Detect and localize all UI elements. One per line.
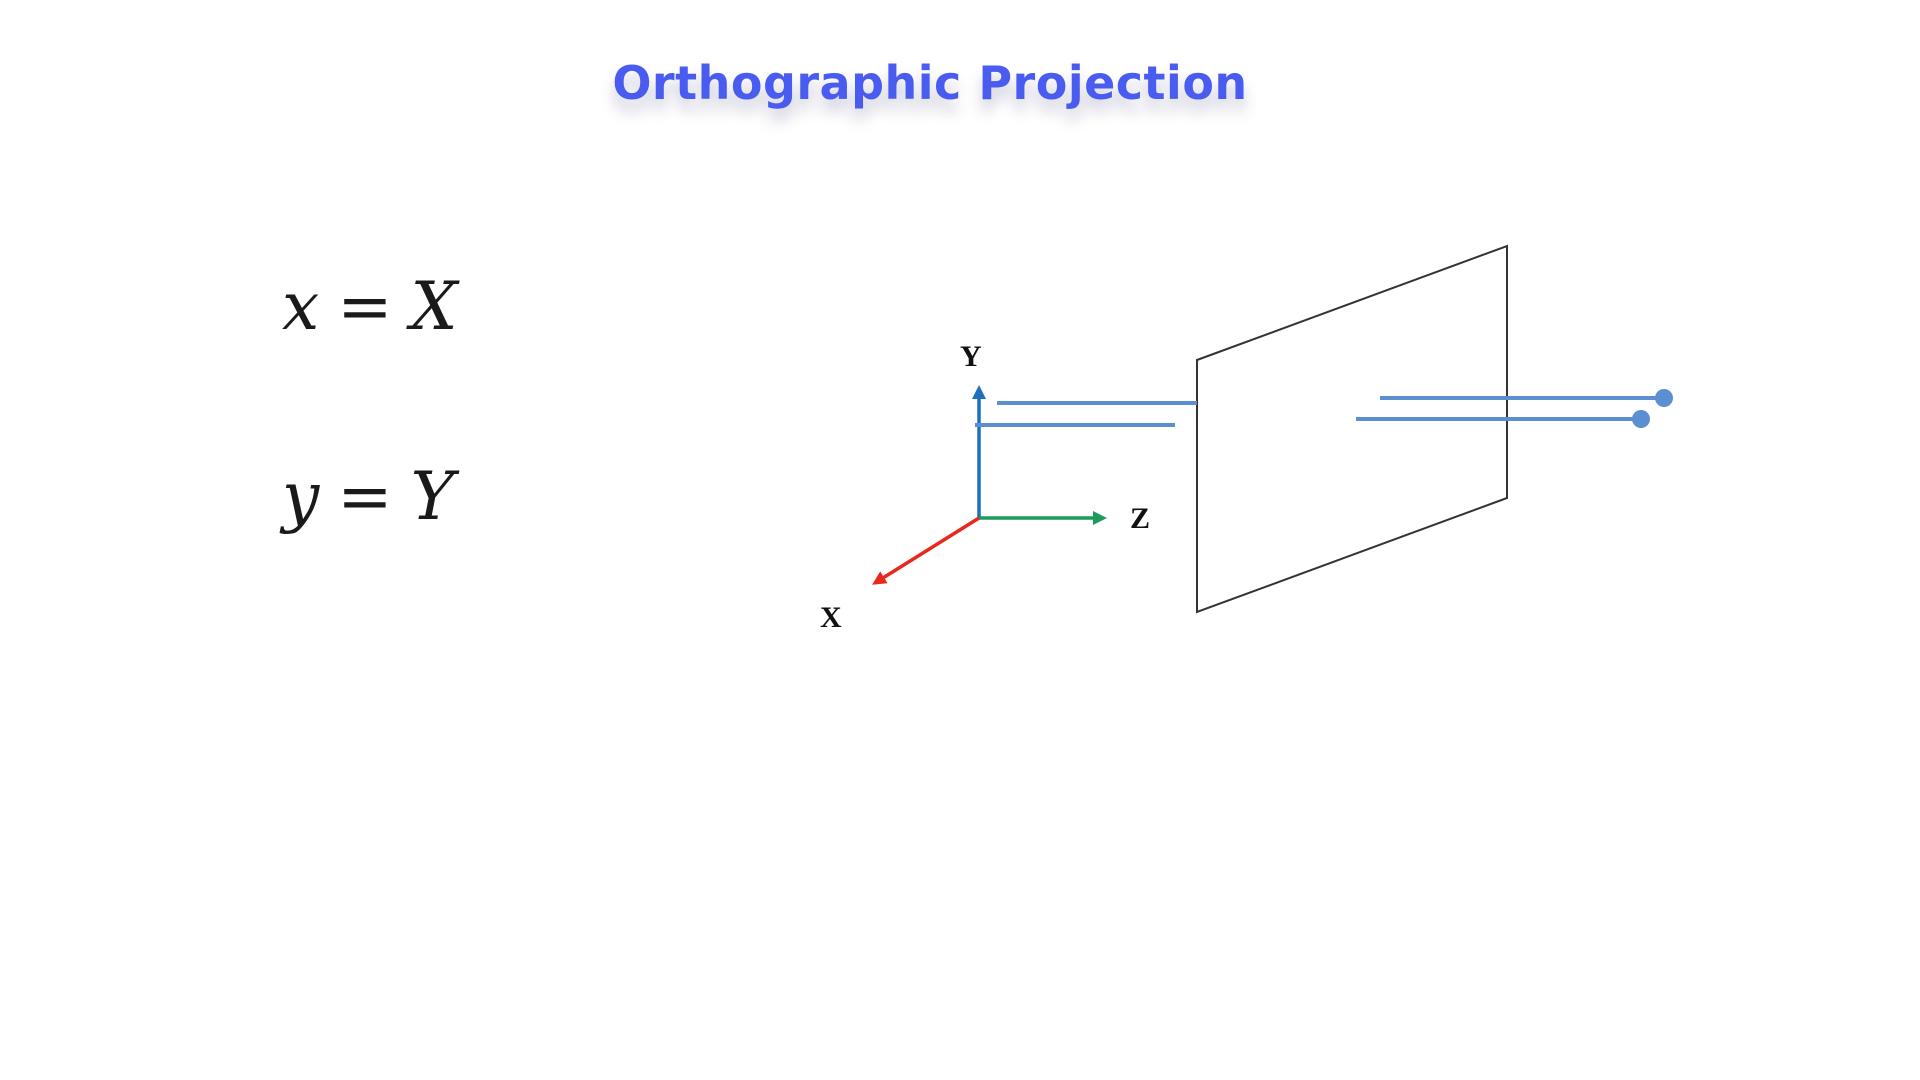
equation-y-rhs: Y: [410, 458, 455, 535]
equation-x-rhs: X: [410, 268, 458, 345]
image-plane: [1196, 244, 1508, 614]
equation-y-lhs: y: [282, 458, 320, 535]
z-axis-label: Z: [1130, 502, 1150, 535]
equation-y-operator: =: [337, 458, 393, 535]
equation-x: x=X: [282, 268, 458, 345]
slide-title: Orthographic Projection: [612, 56, 1248, 110]
equation-x-operator: =: [337, 268, 393, 345]
equation-y: y=Y: [282, 458, 454, 535]
x-axis: [872, 516, 980, 585]
y-axis-label: Y: [960, 340, 982, 373]
x-axis-label: X: [820, 601, 842, 634]
equation-x-lhs: x: [282, 268, 320, 345]
object-point-upper: [1655, 389, 1673, 407]
object-point-lower: [1632, 410, 1650, 428]
